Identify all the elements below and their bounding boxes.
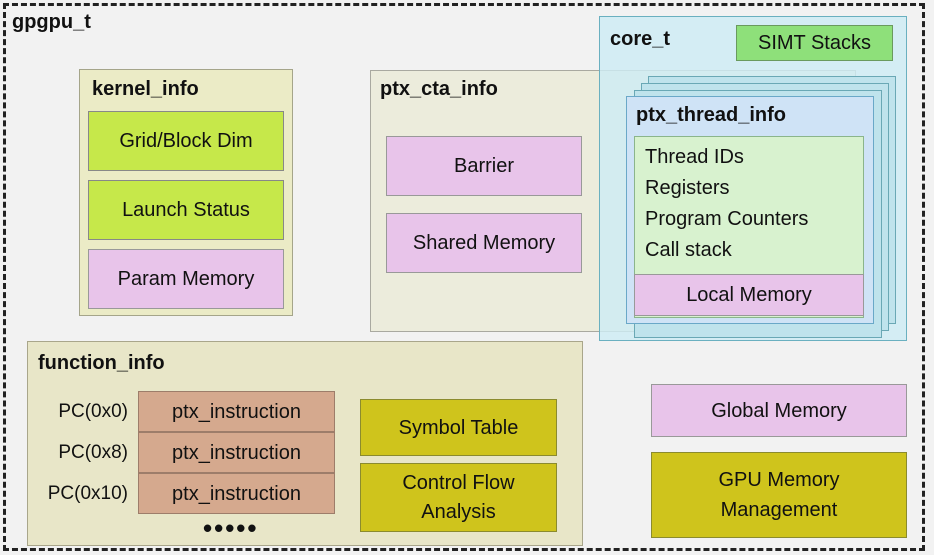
program-counters-label: Program Counters bbox=[645, 208, 809, 230]
pc-0x10-label: PC(0x10) bbox=[47, 483, 128, 504]
gpgpu-title: gpgpu_t bbox=[12, 11, 91, 33]
control-flow-analysis-box: Control Flow Analysis bbox=[360, 463, 557, 532]
control-flow-line-1: Control Flow bbox=[402, 472, 515, 494]
pc-0x0-label: PC(0x0) bbox=[58, 401, 128, 422]
simt-stacks-box: SIMT Stacks bbox=[736, 25, 893, 61]
control-flow-line-2: Analysis bbox=[421, 501, 496, 523]
pc-0x8-label: PC(0x8) bbox=[58, 442, 128, 463]
param-memory-box: Param Memory bbox=[88, 249, 284, 309]
symbol-table-box: Symbol Table bbox=[360, 399, 557, 456]
gpu-memory-management-box: GPU Memory Management bbox=[651, 452, 907, 538]
function-info-title: function_info bbox=[38, 352, 165, 374]
registers-label: Registers bbox=[645, 177, 730, 199]
thread-ids-label: Thread IDs bbox=[645, 146, 744, 168]
kernel-info-title: kernel_info bbox=[92, 78, 199, 100]
ptx-thread-info-title: ptx_thread_info bbox=[636, 104, 787, 126]
gpgpu-container bbox=[3, 3, 925, 551]
core-t-title: core_t bbox=[610, 28, 671, 50]
gpu-memory-line-2: Management bbox=[720, 499, 838, 521]
global-memory-box: Global Memory bbox=[651, 384, 907, 437]
ptx-instruction-2: ptx_instruction bbox=[138, 473, 335, 514]
launch-status-box: Launch Status bbox=[88, 180, 284, 240]
grid-block-dim-box: Grid/Block Dim bbox=[88, 111, 284, 171]
gpu-memory-line-1: GPU Memory bbox=[718, 469, 840, 491]
ptx-cta-info-title: ptx_cta_info bbox=[380, 78, 498, 100]
barrier-box: Barrier bbox=[386, 136, 582, 196]
ptx-instruction-1: ptx_instruction bbox=[138, 432, 335, 473]
call-stack-label: Call stack bbox=[645, 239, 732, 261]
ptx-instruction-0: ptx_instruction bbox=[138, 391, 335, 432]
more-instructions-dots: ••••• bbox=[203, 513, 259, 543]
shared-memory-box: Shared Memory bbox=[386, 213, 582, 273]
local-memory-box: Local Memory bbox=[634, 274, 864, 316]
